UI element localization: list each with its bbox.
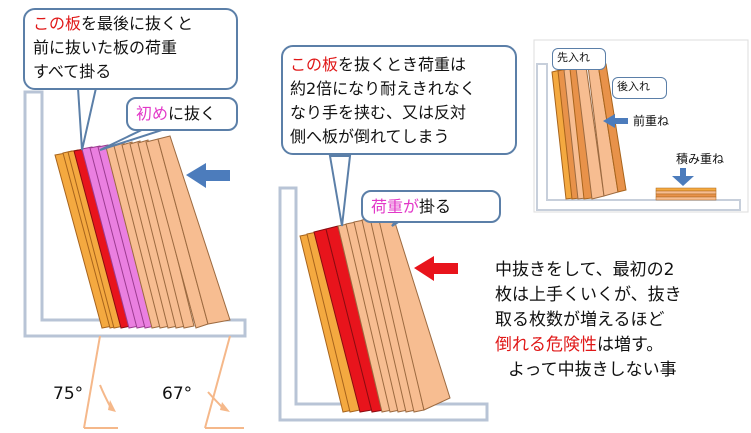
left-shelf bbox=[23, 90, 247, 338]
left-board-stack bbox=[54, 135, 231, 329]
inset-first-in-label: 先入れ bbox=[552, 48, 606, 70]
inset-front-stack-label: 前重ね bbox=[633, 114, 670, 128]
first-pull-em: 初め bbox=[136, 104, 169, 123]
note-danger: 倒れる危険性 bbox=[495, 335, 597, 355]
left-callout-pointer bbox=[76, 87, 98, 151]
left-callout: この板を最後に抜くと 前に抜いた板の荷重 すべて掛る bbox=[23, 8, 238, 90]
first-pull-callout: 初めに抜く bbox=[126, 97, 238, 131]
middle-callout-line2: 約2倍になり耐えきれなく bbox=[290, 79, 476, 98]
left-shelf-frame bbox=[23, 90, 247, 338]
inset-last-in-text: 後入れ bbox=[617, 80, 650, 93]
inset-down-arrow bbox=[672, 168, 694, 186]
middle-callout-em: この板 bbox=[290, 55, 339, 74]
middle-shelf-frame bbox=[278, 186, 489, 422]
middle-callout-line4: 側へ板が倒れてしまう bbox=[290, 127, 450, 146]
left-callout-line1: を最後に抜くと bbox=[81, 14, 194, 33]
middle-callout-line1: を抜くとき荷重は bbox=[338, 55, 467, 74]
inset-first-in-text: 先入れ bbox=[557, 51, 590, 64]
angle-67 bbox=[204, 335, 244, 429]
first-pull-rest: に抜く bbox=[168, 104, 217, 123]
inset-blue-arrow bbox=[603, 114, 628, 128]
load-rest: 掛る bbox=[419, 197, 452, 216]
angle-67-label: 67° bbox=[162, 384, 193, 404]
angle-75-label: 75° bbox=[53, 384, 84, 404]
left-callout-line2: 前に抜いた板の荷重 bbox=[33, 38, 178, 57]
note-line4-rest: は増す。 bbox=[597, 335, 664, 355]
middle-callout: この板を抜くとき荷重は 約2倍になり耐えきれなく なり手を挟む、又は反対 側へ板… bbox=[281, 45, 517, 155]
note-line5: よって中抜きしない事 bbox=[508, 360, 677, 380]
inset-last-in-label: 後入れ bbox=[612, 77, 667, 99]
middle-callout-pointer bbox=[328, 155, 352, 227]
inset-shelf bbox=[536, 63, 741, 211]
left-callout-em: この板 bbox=[33, 14, 82, 33]
note-text: 中抜きをして、最初の2 枚は上手くいくが、抜き 取る枚数が増えるほど 倒れる危険… bbox=[495, 258, 682, 383]
note-line1: 中抜きをして、最初の2 bbox=[495, 260, 675, 280]
middle-shelf bbox=[278, 186, 489, 422]
inset-stack-label: 積み重ね bbox=[676, 152, 725, 166]
red-push-arrow bbox=[414, 256, 458, 281]
blue-push-arrow bbox=[186, 163, 230, 188]
load-callout: 荷重が掛る bbox=[361, 190, 501, 223]
middle-board-stack bbox=[299, 212, 451, 413]
angle-75 bbox=[83, 335, 118, 429]
middle-callout-line3: なり手を挟む、又は反対 bbox=[290, 103, 467, 122]
inset-stacked-boards bbox=[655, 187, 717, 201]
left-callout-line3: すべて掛る bbox=[33, 62, 112, 81]
note-line2: 枚は上手くいくが、抜き bbox=[495, 285, 682, 305]
load-em: 荷重が bbox=[371, 197, 420, 216]
note-line3: 取る枚数が増えるほど bbox=[495, 310, 665, 330]
